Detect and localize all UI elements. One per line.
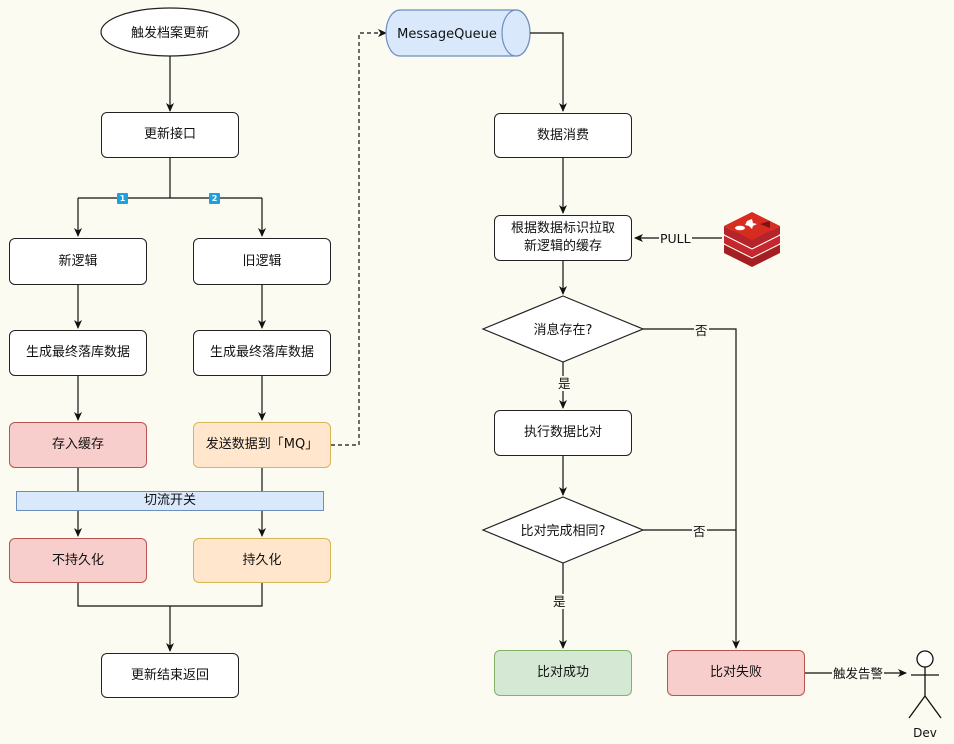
do-compare-node: 执行数据比对 bbox=[494, 410, 632, 456]
gen-data-right-node: 生成最终落库数据 bbox=[193, 330, 331, 376]
new-logic-node: 新逻辑 bbox=[9, 238, 147, 285]
consume-node: 数据消费 bbox=[494, 113, 632, 158]
update-api-node: 更新接口 bbox=[101, 112, 239, 158]
person-icon bbox=[908, 650, 942, 719]
edge-mq-to-consume bbox=[530, 32, 567, 112]
compare-fail-node: 比对失败 bbox=[667, 650, 805, 696]
pull-label: PULL bbox=[659, 231, 692, 246]
pull-cache-line2: 新逻辑的缓存 bbox=[523, 239, 602, 254]
edge-send-to-messagequeue bbox=[331, 29, 387, 446]
edge-merge-to-end bbox=[77, 583, 263, 607]
redis-icon bbox=[723, 212, 781, 267]
yes-label-2: 是 bbox=[552, 594, 567, 609]
edge-exists-no bbox=[643, 328, 740, 649]
persist-node: 持久化 bbox=[193, 538, 331, 583]
no-persist-node: 不持久化 bbox=[9, 538, 147, 583]
decision-message-exists-label: 消息存在? bbox=[534, 322, 593, 338]
badge-1: 1 bbox=[117, 193, 128, 204]
save-cache-node: 存入缓存 bbox=[9, 422, 147, 468]
end-return-node: 更新结束返回 bbox=[101, 653, 239, 698]
dev-label: Dev bbox=[913, 726, 937, 740]
compare-success-node: 比对成功 bbox=[494, 650, 632, 696]
pull-cache-node: 根据数据标识拉取 新逻辑的缓存 bbox=[494, 215, 632, 261]
pull-cache-line1: 根据数据标识拉取 bbox=[510, 221, 615, 237]
messagequeue-label: MessageQueue bbox=[397, 27, 497, 42]
no-label-1: 否 bbox=[694, 323, 709, 338]
gen-data-left-node: 生成最终落库数据 bbox=[9, 330, 147, 376]
switch-bar: 切流开关 bbox=[16, 491, 324, 511]
old-logic-node: 旧逻辑 bbox=[193, 238, 331, 285]
no-label-2: 否 bbox=[692, 524, 707, 539]
decision-compare-same-label: 比对完成相同? bbox=[521, 524, 606, 539]
start-label: 触发档案更新 bbox=[131, 25, 209, 41]
badge-2: 2 bbox=[209, 193, 220, 204]
alert-label: 触发告警 bbox=[832, 666, 885, 681]
send-mq-node: 发送数据到「MQ」 bbox=[193, 422, 331, 468]
messagequeue-cylinder bbox=[385, 9, 531, 57]
yes-label-1: 是 bbox=[557, 376, 572, 391]
